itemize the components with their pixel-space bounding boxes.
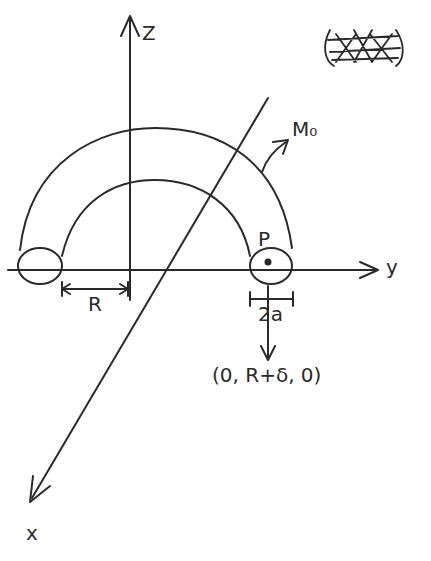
arrowhead	[360, 262, 378, 278]
axis-label: y	[386, 256, 398, 278]
point	[266, 260, 271, 265]
arrowhead	[30, 476, 50, 502]
torus-inner	[62, 180, 250, 256]
scribble	[325, 30, 403, 66]
arrowhead	[121, 16, 139, 36]
axis-label: (0, R+δ, 0)	[212, 364, 321, 386]
arrowhead	[273, 140, 288, 154]
torus-outer	[20, 128, 292, 250]
cross-section	[250, 248, 292, 284]
axis-label: 2a	[258, 303, 283, 325]
cross-section	[18, 248, 62, 284]
moment-arrow	[262, 142, 286, 172]
axis-label: x	[26, 522, 38, 544]
z-axis	[129, 18, 131, 300]
arrowhead	[261, 346, 275, 360]
axis-label: Z	[142, 22, 156, 44]
axis-label: P	[258, 228, 270, 250]
y-axis	[8, 269, 376, 271]
axis-label: R	[86, 293, 104, 315]
axis-label: M₀	[292, 118, 317, 140]
